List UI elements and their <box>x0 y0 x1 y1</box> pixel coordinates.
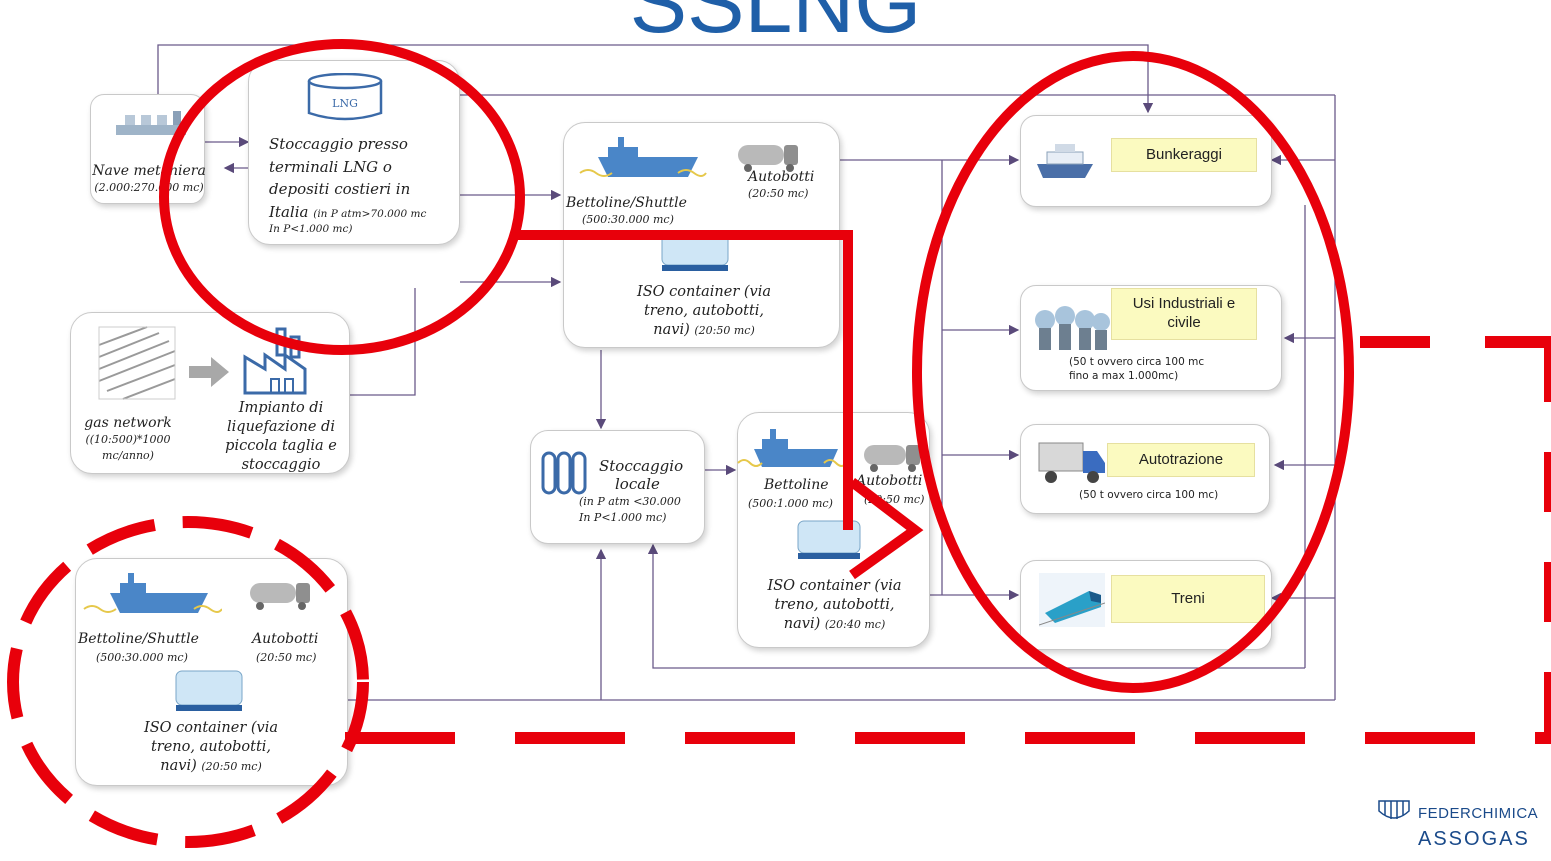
ship-icon <box>82 565 222 625</box>
stoccaggio-terminali-box: LNG Stoccaggio presso terminali LNG o de… <box>248 60 460 245</box>
train-icon <box>1039 573 1105 627</box>
hublow-iso-line3-main: navi) <box>160 757 197 774</box>
hubtop-bettoline: Bettoline/Shuttle <box>566 195 687 211</box>
federchimica-logo-icon <box>1377 797 1411 827</box>
hubmid-iso-line1: ISO container (via <box>767 578 902 594</box>
gasnet-cap2: mc/anno) <box>102 449 154 462</box>
stoclocale-line3: (in P atm <30.000 <box>579 495 681 508</box>
hubtop-iso-line3: navi) (20:50 mc) <box>594 321 814 340</box>
treni-label: Treni <box>1111 575 1265 623</box>
impianto-line1: Impianto di <box>238 400 324 416</box>
hubmid-bettoline-cap: (500:1.000 mc) <box>748 497 833 510</box>
hubtop-iso-line2: treno, autobotti, <box>643 302 765 319</box>
hublow-bettoline-cap: (500:30.000 mc) <box>96 651 188 664</box>
gasnet-name: gas network <box>84 415 172 431</box>
autotrazione-note: (50 t ovvero circa 100 mc) <box>1079 489 1219 501</box>
pipeline-icon <box>97 325 177 401</box>
hub-mid-box: Bettoline (500:1.000 mc) Autobotti (20:5… <box>737 412 930 648</box>
stoccaggio-line1: Stoccaggio presso <box>269 135 408 153</box>
gasnet-cap1: ((10:500)*1000 <box>85 433 171 446</box>
truck-icon <box>736 141 800 173</box>
tank-label: LNG <box>332 97 358 110</box>
nave-capacity: (2.000:270.000 mc) <box>94 181 204 194</box>
factory-icon <box>241 325 317 395</box>
buildings-icon <box>1031 306 1113 352</box>
hublow-iso-cap: (20:50 mc) <box>201 759 262 773</box>
stoccaggio-line4: Italia (in P atm>70.000 mc <box>269 201 459 224</box>
hubtop-iso-line1: ISO container (via <box>636 284 772 300</box>
logo-federchimica: FEDERCHIMICA <box>1418 805 1539 822</box>
hubtop-iso-cap: (20:50 mc) <box>694 323 755 337</box>
usi-note2: fino a max 1.000mc) <box>1069 370 1179 382</box>
stoclocale-line4: In P<1.000 mc) <box>579 511 667 524</box>
usi-line1: Usi Industriali e <box>1132 295 1236 312</box>
usi-label: Usi Industriali e civile <box>1111 288 1257 340</box>
hub-top-box: Bettoline/Shuttle (500:30.000 mc) Autobo… <box>563 122 840 348</box>
usi-note1: (50 t ovvero circa 100 mc <box>1069 356 1205 368</box>
hubmid-iso-line3: navi) (20:40 mc) <box>738 615 931 634</box>
stoclocale-line1: Stoccaggio <box>599 457 684 475</box>
cylinders-icon <box>541 447 589 497</box>
hubmid-autobotti: Autobotti <box>856 473 923 489</box>
connector-impianto-to-hub <box>350 288 416 396</box>
hublow-iso-line3: navi) (20:50 mc) <box>96 757 326 776</box>
impianto-line3: piccola taglia e <box>225 437 337 454</box>
hublow-iso-line2: treno, autobotti, <box>150 738 272 755</box>
autotrazione-box: Autotrazione (50 t ovvero circa 100 mc) <box>1020 424 1270 514</box>
hublow-bettoline: Bettoline/Shuttle <box>78 631 199 647</box>
stoccaggio-text: Stoccaggio presso terminali LNG o deposi… <box>269 133 459 236</box>
page-title: SSLNG <box>629 0 922 51</box>
iso-container-icon <box>660 227 730 273</box>
bunkeraggi-box: Bunkeraggi <box>1020 115 1272 207</box>
bunkeraggi-label: Bunkeraggi <box>1111 138 1257 172</box>
hublow-iso-line1: ISO container (via <box>143 720 279 736</box>
stoccaggio-locale-box: Stoccaggio locale (in P atm <30.000 In P… <box>530 430 705 544</box>
usi-industriali-box: Usi Industriali e civile (50 t ovvero ci… <box>1020 285 1282 391</box>
hub-low-box: Bettoline/Shuttle (500:30.000 mc) Autobo… <box>75 558 348 786</box>
gas-network-box: gas network ((10:500)*1000 mc/anno) Impi… <box>70 312 350 474</box>
treni-box: Treni <box>1020 560 1272 650</box>
hublow-autobotti-cap: (20:50 mc) <box>256 651 317 664</box>
stoclocale-line2: locale <box>615 475 660 493</box>
impianto-line4: stoccaggio <box>241 456 321 473</box>
impianto-text: Impianto di liquefazione di piccola tagl… <box>211 399 351 474</box>
nave-metaniera-box: Nave metaniera (2.000:270.000 mc) <box>90 94 206 204</box>
stoccaggio-line3: depositi costieri in <box>269 180 411 198</box>
ship-icon <box>736 423 846 479</box>
stoccaggio-line4-main: Italia <box>269 202 309 221</box>
usi-line2: civile <box>1167 313 1201 331</box>
nave-name: Nave metaniera <box>92 163 206 179</box>
hubmid-iso-cap: (20:40 mc) <box>824 617 886 631</box>
hubtop-autobotti: Autobotti <box>748 169 815 185</box>
ship-icon <box>578 129 708 189</box>
logo-assogas: ASSOGAS <box>1418 828 1530 850</box>
stoccaggio-line4-small: (in P atm>70.000 mc <box>313 207 427 220</box>
hubmid-iso-line2: treno, autobotti, <box>774 596 895 613</box>
stoccaggio-line5: In P<1.000 mc) <box>269 223 353 235</box>
hubmid-autobotti-cap: (20:50 mc) <box>864 493 925 506</box>
hubtop-iso-line3-main: navi) <box>653 321 690 338</box>
hubtop-iso-text: ISO container (via treno, autobotti, nav… <box>594 283 814 340</box>
lng-ship-icon <box>111 103 191 143</box>
cruise-ship-icon <box>1033 138 1097 182</box>
autotrazione-label: Autotrazione <box>1107 443 1255 477</box>
truck-icon <box>862 443 922 473</box>
impianto-line2: liquefazione di <box>227 418 335 435</box>
hubmid-iso-text: ISO container (via treno, autobotti, nav… <box>738 577 931 634</box>
hublow-autobotti: Autobotti <box>252 631 319 647</box>
process-arrow-icon <box>189 357 229 387</box>
hublow-iso-text: ISO container (via treno, autobotti, nav… <box>96 719 326 776</box>
iso-container-icon <box>174 667 244 713</box>
hubmid-bettoline: Bettoline <box>764 477 829 493</box>
stoccaggio-line2: terminali LNG o <box>269 157 392 176</box>
iso-container-icon <box>796 517 862 561</box>
hubtop-autobotti-cap: (20:50 mc) <box>748 187 809 200</box>
truck-icon <box>1037 439 1107 485</box>
truck-icon <box>248 579 312 611</box>
hubmid-iso-line3-main: navi) <box>783 615 821 632</box>
hubtop-bettoline-cap: (500:30.000 mc) <box>582 213 674 226</box>
